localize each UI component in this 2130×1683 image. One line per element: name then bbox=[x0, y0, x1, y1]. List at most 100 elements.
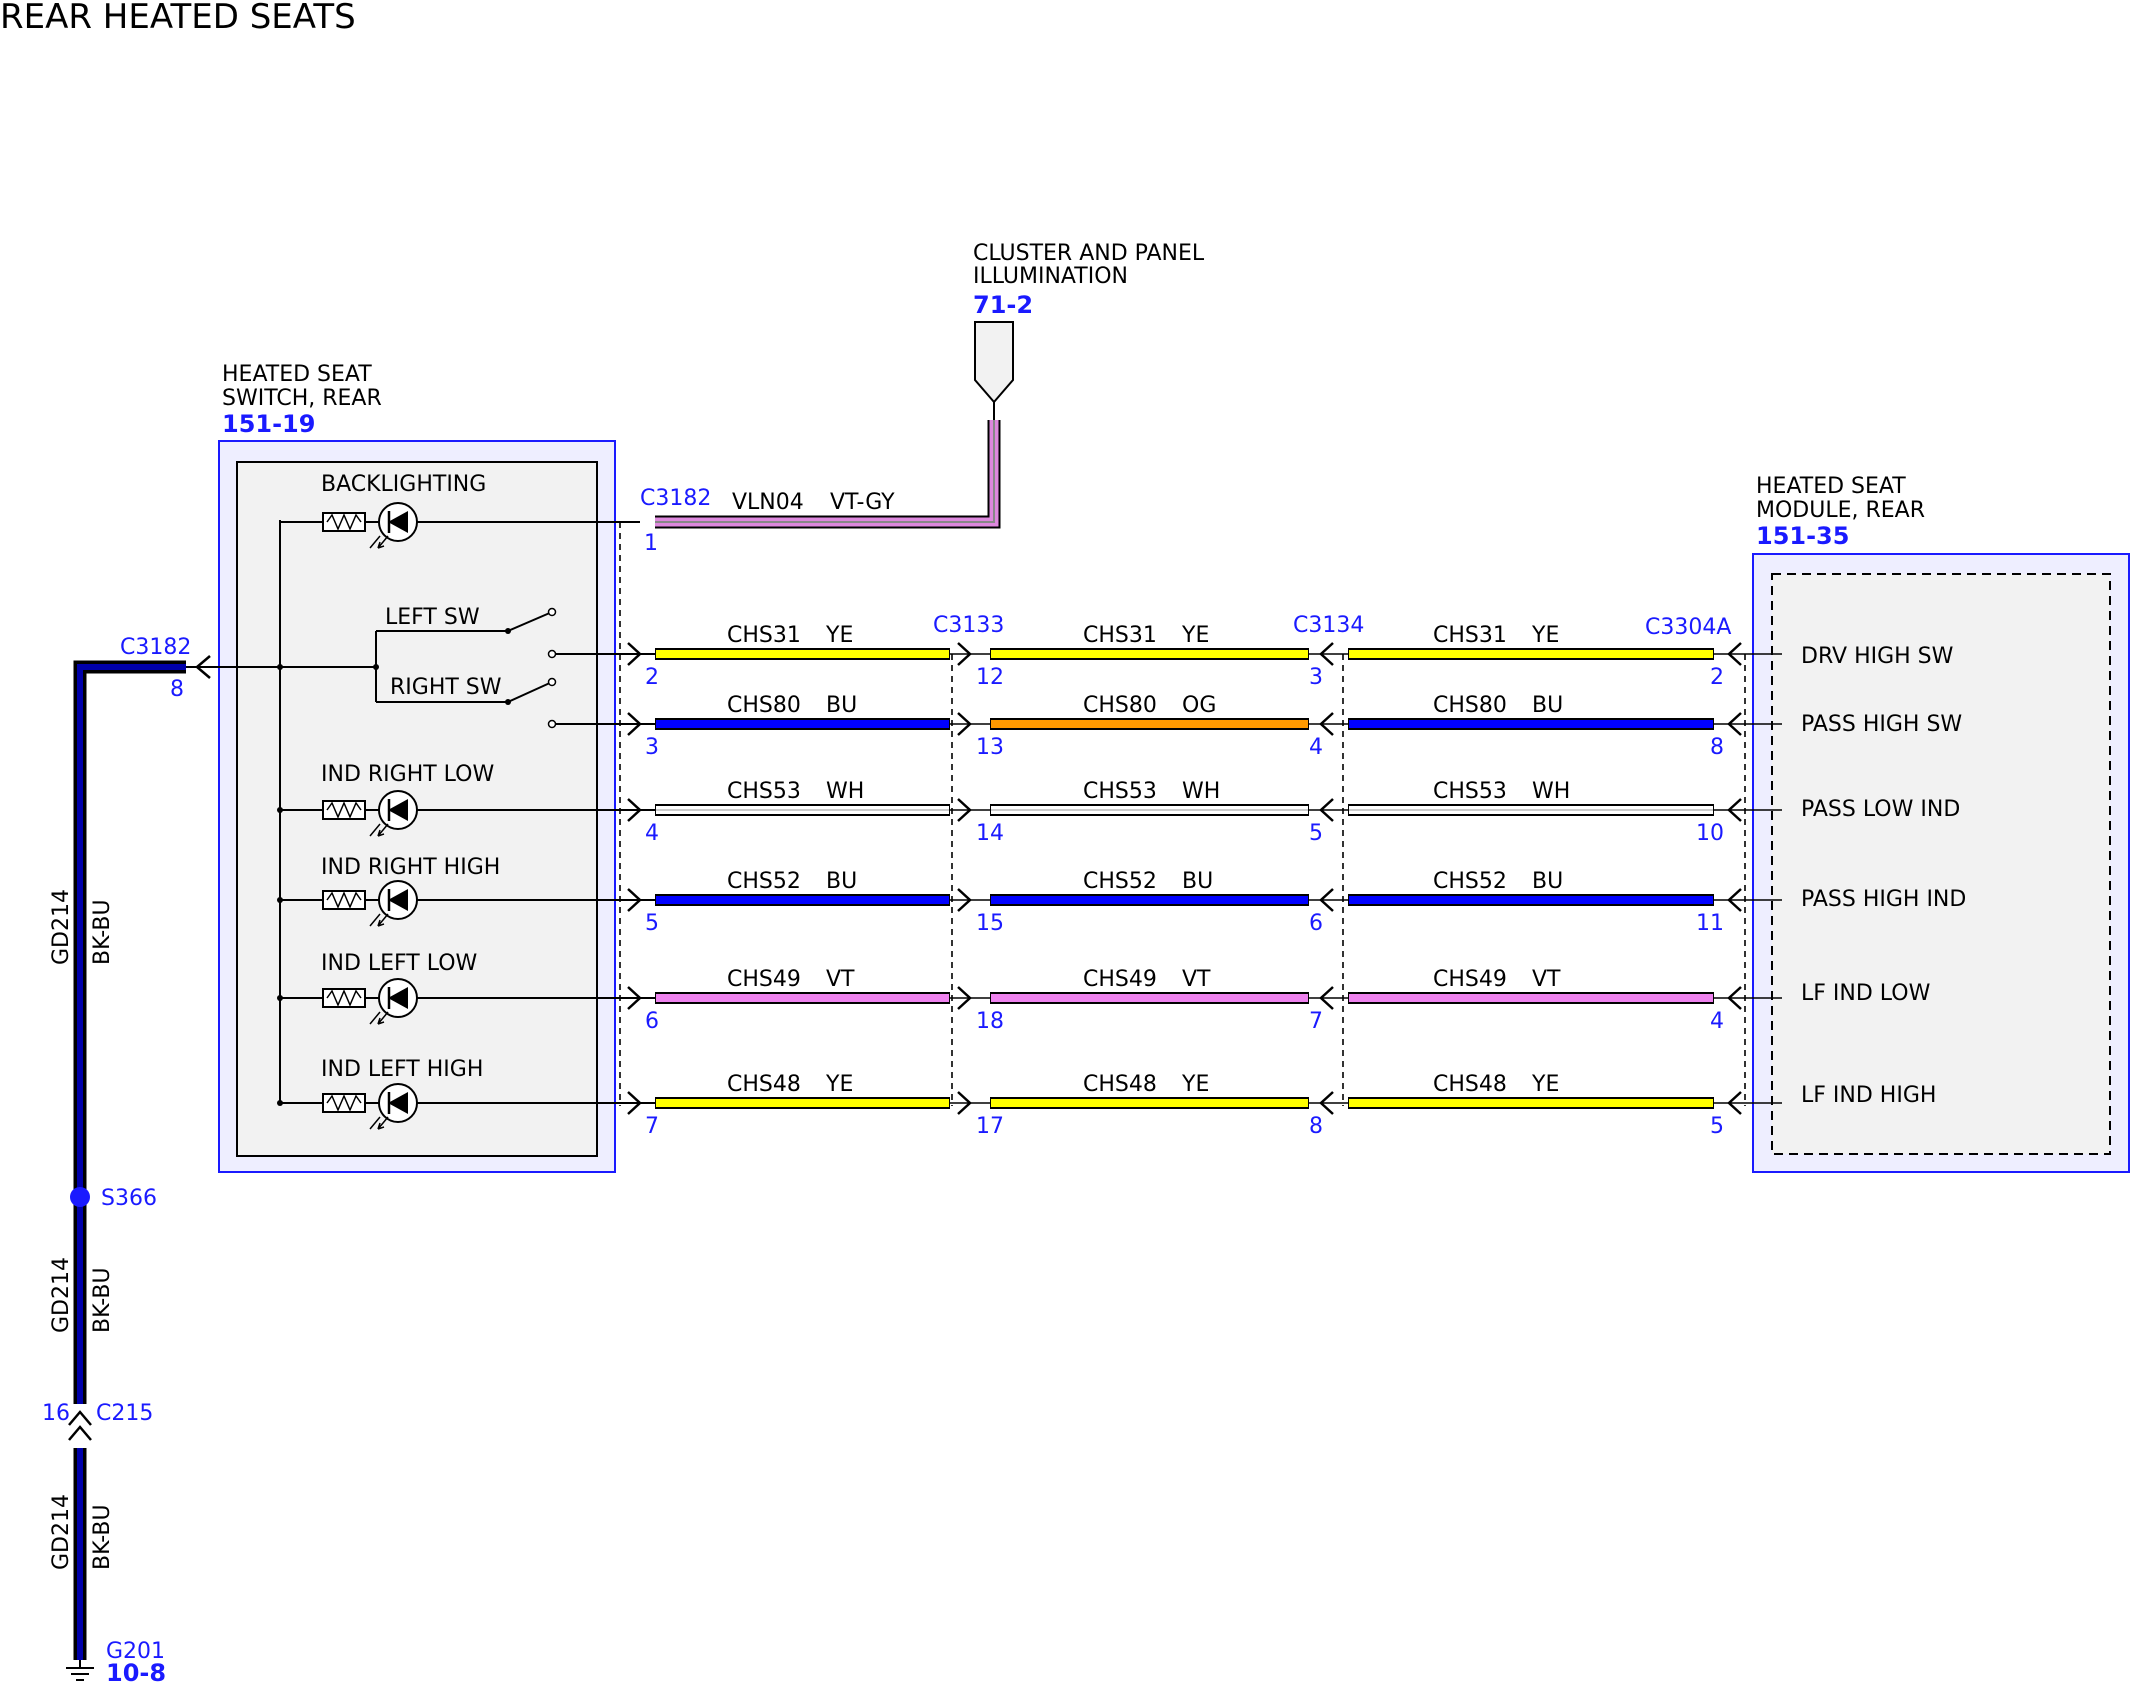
wire-color-label: BU bbox=[1182, 869, 1213, 894]
wire-color-label: WH bbox=[826, 779, 864, 804]
led-1 bbox=[277, 790, 640, 837]
splice-s366: S366 bbox=[101, 1186, 157, 1211]
wire-circuit-label: CHS52 bbox=[727, 869, 801, 894]
pin-number: 1 bbox=[644, 531, 658, 556]
wire-circuit-label: CHS52 bbox=[1433, 869, 1507, 894]
ground-symbol bbox=[66, 1660, 94, 1681]
heated-seat-switch-rear: HEATED SEAT SWITCH, REAR 151-19 LEFT SW … bbox=[200, 362, 640, 1173]
wire-color-label: WH bbox=[1532, 779, 1570, 804]
wire-color-label: VT bbox=[826, 967, 855, 992]
wire-circuit-label: CHS53 bbox=[727, 779, 801, 804]
module-pin-label: PASS HIGH SW bbox=[1801, 712, 1962, 737]
ground-wire-fill bbox=[77, 664, 186, 1404]
wire-circuit-label: CHS48 bbox=[1433, 1072, 1507, 1097]
junction-dot bbox=[373, 664, 379, 670]
resistor-zigzag bbox=[326, 989, 362, 1007]
wire-circuit-label: CHS52 bbox=[1083, 869, 1157, 894]
pin-number: 12 bbox=[976, 665, 1004, 690]
wire-color-label: YE bbox=[1531, 1072, 1559, 1097]
wire-color-label: VT bbox=[1532, 967, 1561, 992]
pin-number: 11 bbox=[1696, 911, 1724, 936]
pin-number: 18 bbox=[976, 1009, 1004, 1034]
pin-number: 4 bbox=[645, 821, 659, 846]
pin-number: 14 bbox=[976, 821, 1004, 846]
module-page-ref[interactable]: 151-35 bbox=[1756, 522, 1849, 550]
wire-circuit-label: CHS49 bbox=[1083, 967, 1157, 992]
cluster-label-line2: ILLUMINATION bbox=[973, 264, 1128, 289]
light-arrows bbox=[369, 823, 389, 837]
wire-circuit-label: CHS53 bbox=[1433, 779, 1507, 804]
ground-page-ref[interactable]: 10-8 bbox=[106, 1659, 166, 1683]
switch-contact-open bbox=[547, 649, 557, 659]
pin-number: 7 bbox=[1309, 1009, 1323, 1034]
light-arrows bbox=[369, 1116, 389, 1130]
wire-color-label: YE bbox=[1181, 623, 1209, 648]
wire-vln04: VLN04 VT-GY C3182 1 bbox=[640, 402, 1001, 556]
pin-number: 5 bbox=[1309, 821, 1323, 846]
junction-dot bbox=[277, 664, 283, 670]
ground-g201: G201 bbox=[106, 1639, 165, 1664]
pin-number: 8 bbox=[1309, 1114, 1323, 1139]
ground-circuit-label: GD214 bbox=[49, 889, 74, 965]
switch-blade bbox=[507, 611, 553, 632]
light-arrows bbox=[369, 535, 389, 549]
pin-number: 3 bbox=[645, 735, 659, 760]
connector-c215-arrows bbox=[68, 1410, 92, 1441]
wire-color-label: WH bbox=[1182, 779, 1220, 804]
switch-page-ref[interactable]: 151-19 bbox=[222, 410, 315, 438]
module-pin-label: PASS HIGH IND bbox=[1801, 887, 1966, 912]
pin-number: 5 bbox=[645, 911, 659, 936]
resistor-zigzag bbox=[326, 891, 362, 909]
connector-arrow bbox=[627, 1091, 642, 1115]
backlighting-label: BACKLIGHTING bbox=[321, 472, 486, 497]
junction-dot bbox=[277, 897, 283, 903]
splice-reference-arrow bbox=[974, 321, 1014, 404]
cluster-page-ref[interactable]: 71-2 bbox=[973, 291, 1033, 319]
module-label-line1: HEATED SEAT bbox=[1756, 474, 1906, 499]
switch-contact-open bbox=[547, 677, 557, 687]
wire-circuit-label: CHS49 bbox=[1433, 967, 1507, 992]
pin-number: 2 bbox=[1710, 665, 1724, 690]
wire-circuit-label: CHS80 bbox=[727, 693, 801, 718]
ground-color-label: BK-BU bbox=[90, 1267, 115, 1333]
wire-color-label: BU bbox=[1532, 869, 1563, 894]
ind-right-low-label: IND RIGHT LOW bbox=[321, 762, 494, 787]
junction-dot bbox=[277, 807, 283, 813]
diode-triangle bbox=[388, 799, 408, 821]
ground-circuit-label: GD214 bbox=[49, 1494, 74, 1570]
pin-number: 3 bbox=[1309, 665, 1323, 690]
pin-number: 7 bbox=[645, 1114, 659, 1139]
connector-c3134: C3134 bbox=[1293, 613, 1364, 638]
module-pin-label: PASS LOW IND bbox=[1801, 797, 1960, 822]
ind-right-high-label: IND RIGHT HIGH bbox=[321, 855, 500, 880]
module-label-line2: MODULE, REAR bbox=[1756, 498, 1925, 523]
ground-pin-16: 16 bbox=[42, 1401, 70, 1426]
led-2 bbox=[277, 880, 640, 927]
connector-arrow bbox=[627, 798, 642, 822]
pin-number: 4 bbox=[1710, 1009, 1724, 1034]
pin-number: 10 bbox=[1696, 821, 1724, 846]
left-sw-label: LEFT SW bbox=[385, 605, 480, 630]
wire-circuit-label: CHS31 bbox=[1433, 623, 1507, 648]
diode-triangle bbox=[388, 889, 408, 911]
wire-circuit-label: CHS80 bbox=[1083, 693, 1157, 718]
diode-triangle bbox=[388, 1092, 408, 1114]
pin-number: 8 bbox=[1710, 735, 1724, 760]
pin-number: 2 bbox=[645, 665, 659, 690]
page-title: REAR HEATED SEATS bbox=[0, 0, 356, 37]
wire-color-label: BU bbox=[1532, 693, 1563, 718]
pin-number: 4 bbox=[1309, 735, 1323, 760]
module-pin-label: LF IND HIGH bbox=[1801, 1083, 1936, 1108]
wire-circuit-label: CHS31 bbox=[727, 623, 801, 648]
led-layer bbox=[277, 502, 640, 1130]
cluster-label-line1: CLUSTER AND PANEL bbox=[973, 241, 1205, 266]
splice-s366-dot bbox=[70, 1187, 90, 1207]
wire-circuit-label: CHS53 bbox=[1083, 779, 1157, 804]
cluster-illumination-ref: CLUSTER AND PANEL ILLUMINATION 71-2 bbox=[973, 241, 1205, 404]
circuit-row: CHS53 WH CHS53 WH CHS53 WH 4 14 5 10 PASS LOW IND bbox=[627, 779, 1960, 846]
wire-circuit-label: VLN04 bbox=[732, 490, 804, 515]
led-4 bbox=[277, 1083, 640, 1130]
